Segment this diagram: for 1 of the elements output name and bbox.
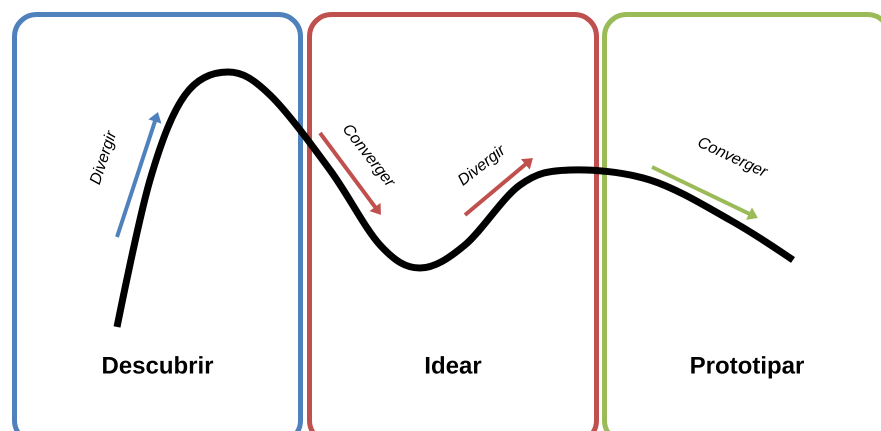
arrow-label: Divergir	[90, 130, 116, 186]
